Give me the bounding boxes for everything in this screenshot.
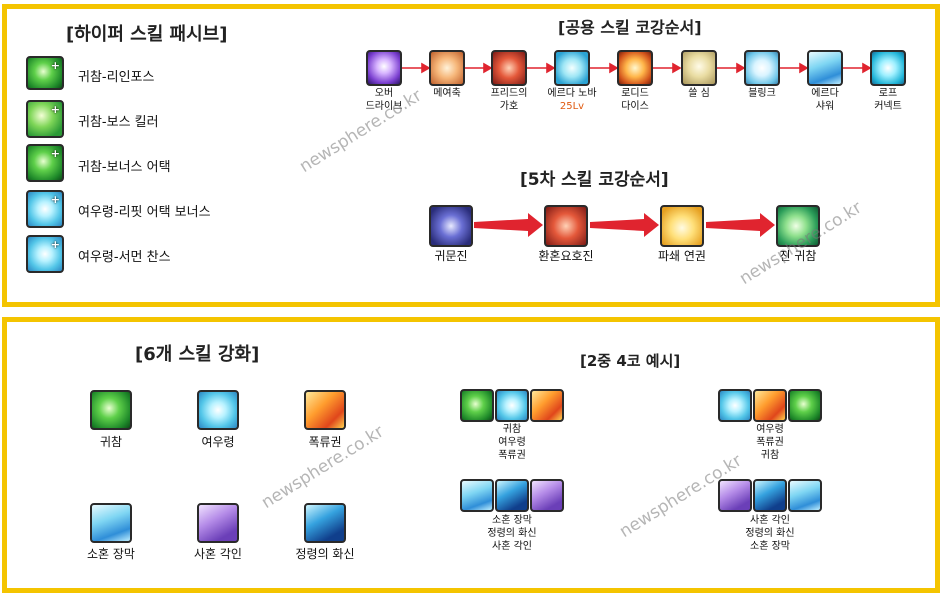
- fox-spirit-icon: [718, 389, 752, 422]
- sohon-curtain-icon: [460, 479, 494, 512]
- torrent-fist-icon: [304, 390, 346, 430]
- level-text: 25Lv: [559, 101, 585, 112]
- hyper-fox-spirit-summon-icon: +: [26, 235, 64, 273]
- passive-label: 귀참-리인포스: [78, 70, 155, 85]
- passive-label: 여우령-리핏 어택 보너스: [78, 205, 211, 220]
- loaded-dice-icon: [617, 50, 653, 86]
- sohon-curtain-icon: [90, 503, 132, 543]
- common-skill-label: 쓸 심: [688, 88, 710, 99]
- common-skill-label: 메여축: [433, 88, 461, 99]
- blink-icon: [744, 50, 780, 86]
- erda-shower-icon: [807, 50, 843, 86]
- gwimunjin-icon: [429, 205, 473, 247]
- overdrive-icon: [366, 50, 402, 86]
- erda-nova-icon: [554, 50, 590, 86]
- hyper-gwicham-bonus-attack-icon: +: [26, 144, 64, 182]
- enhance-skill-label: 귀참: [99, 435, 123, 449]
- enhance-skill-label: 폭류권: [308, 435, 342, 449]
- freud-blessing-icon: [491, 50, 527, 86]
- spirit-incarnation-icon: [495, 479, 529, 512]
- gwicham-icon: [788, 389, 822, 422]
- fifth-skill-label: 파쇄 연권: [658, 249, 706, 263]
- hyper-gwicham-reinforce-icon: +: [26, 56, 64, 90]
- sahon-seal-icon: [718, 479, 752, 512]
- torrent-fist-icon: [753, 389, 787, 422]
- common-arrows: [402, 62, 872, 74]
- hwanhon-yohojin-icon: [544, 205, 588, 247]
- decent-sharp-eyes-icon: [681, 50, 717, 86]
- fifth-skill-label: 환혼요호진: [538, 249, 594, 263]
- common-title: [공용 스킬 코강순서]: [558, 18, 702, 37]
- top-panel: [2, 4, 940, 307]
- gwicham-icon: [460, 389, 494, 422]
- common-skill-label: 블링크: [748, 88, 776, 99]
- passive-label: 귀참-보너스 어택: [78, 160, 171, 175]
- fox-spirit-icon: [495, 389, 529, 422]
- sahon-seal-icon: [197, 503, 239, 543]
- passive-label: 귀참-보스 킬러: [78, 115, 159, 130]
- maple-goddess-blessing-icon: [429, 50, 465, 86]
- enhance-skill-label: 사혼 각인: [194, 547, 242, 561]
- spirit-incarnation-icon: [753, 479, 787, 512]
- sohon-curtain-icon: [788, 479, 822, 512]
- hyper-gwicham-boss-killer-icon: +: [26, 100, 64, 138]
- enhance-skill-label: 소혼 장막: [87, 547, 135, 561]
- true-gwicham-icon: [776, 205, 820, 247]
- fifth-skill-label: 진 귀참: [779, 249, 817, 263]
- spirit-incarnation-icon: [304, 503, 346, 543]
- passive-label: 여우령-서먼 찬스: [78, 250, 171, 265]
- fifth-arrows: [474, 213, 775, 237]
- enhance-skill-label: 여우령: [201, 435, 235, 449]
- crushing-fist-icon: [660, 205, 704, 247]
- sahon-seal-icon: [530, 479, 564, 512]
- enhance-skill-label: 정령의 화신: [295, 547, 355, 561]
- fox-spirit-icon: [197, 390, 239, 430]
- rope-connect-icon: [870, 50, 906, 86]
- fifth-skill-label: 귀문진: [434, 249, 468, 263]
- passive-title: [하이퍼 스킬 패시브]: [66, 24, 228, 45]
- torrent-fist-icon: [530, 389, 564, 422]
- gwicham-icon: [90, 390, 132, 430]
- example-title: [2중 4코 예시]: [580, 352, 681, 370]
- hyper-fox-spirit-repeat-icon: +: [26, 190, 64, 228]
- bottom-panel: [2, 317, 940, 593]
- enhance-title: [6개 스킬 강화]: [135, 344, 260, 365]
- fifth-title: [5차 스킬 코강순서]: [520, 170, 669, 190]
